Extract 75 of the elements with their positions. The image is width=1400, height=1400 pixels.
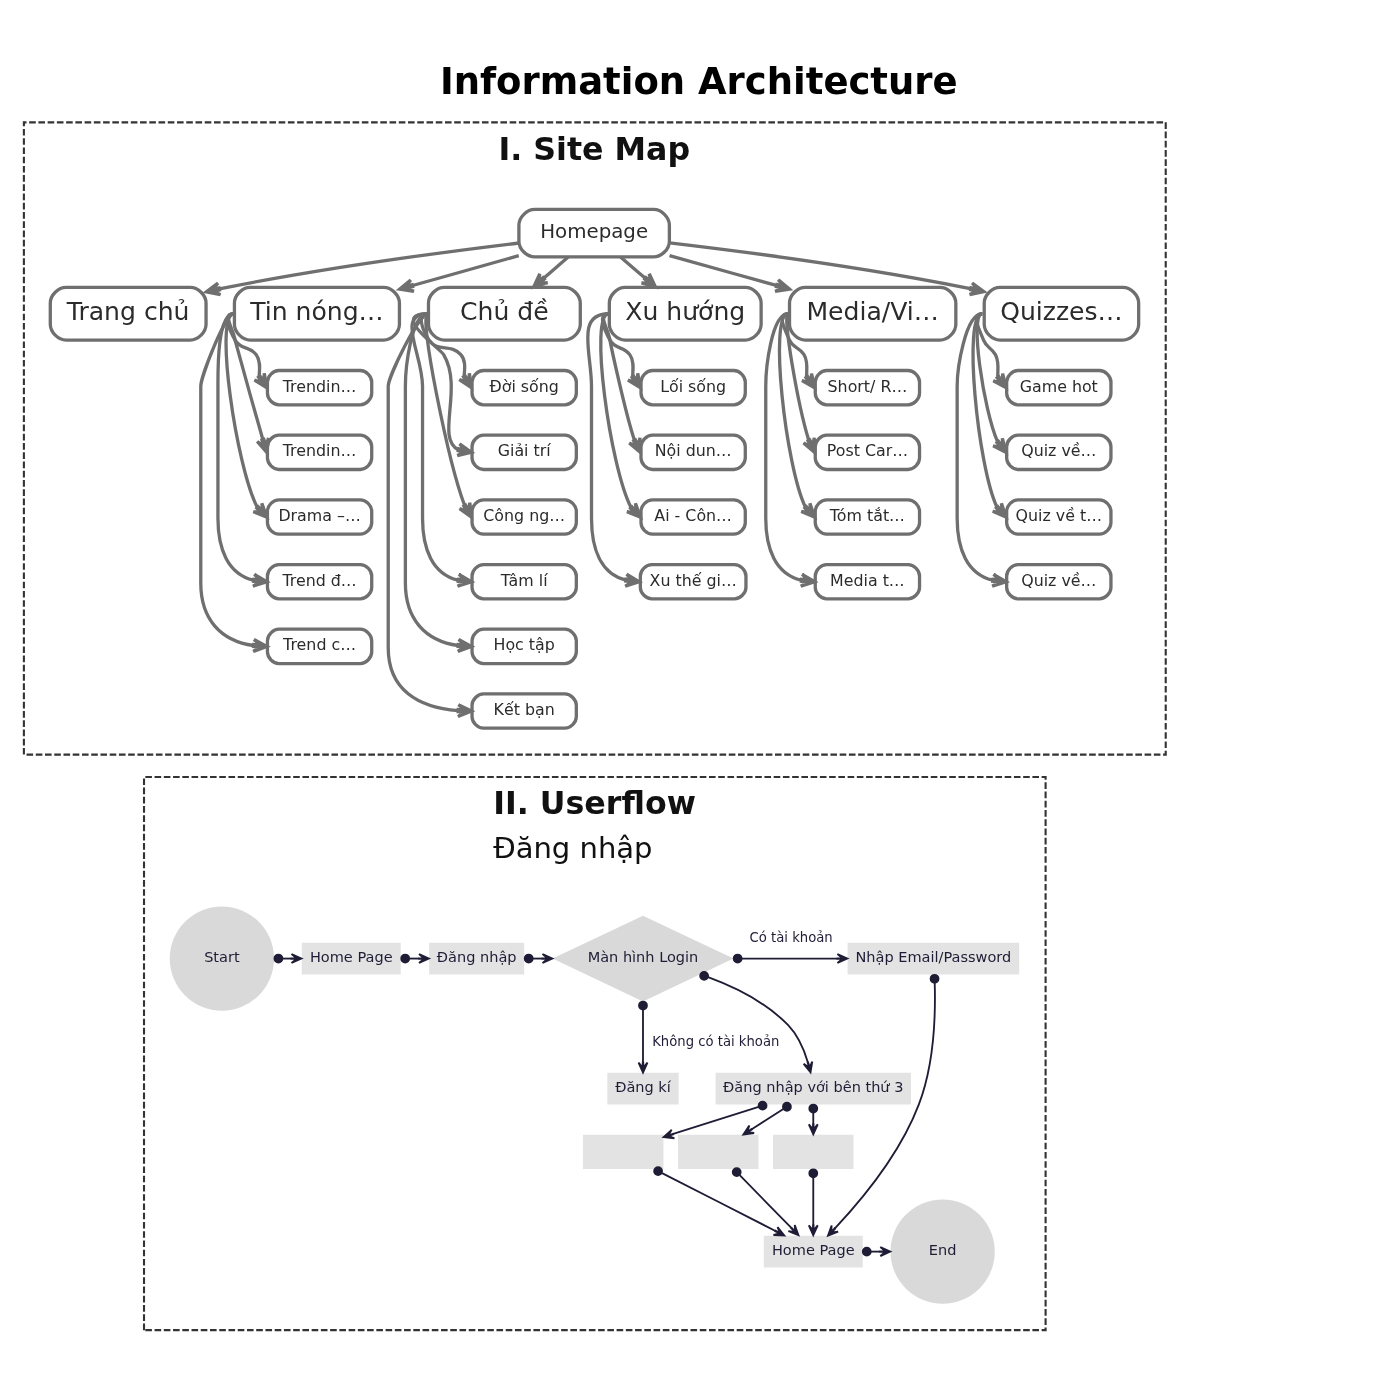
node-box — [773, 1134, 854, 1169]
node-box: Home Page — [301, 942, 401, 974]
arrow — [699, 970, 814, 1073]
node-box: Đời sống — [470, 368, 578, 406]
node-box: Trend c… — [265, 627, 374, 665]
diagram-title: Information Architecture — [439, 59, 958, 103]
node-box: Trendin… — [265, 433, 374, 471]
arrow — [400, 952, 430, 964]
node-box: Media t… — [813, 562, 922, 600]
arrow — [397, 253, 520, 293]
arrow — [807, 1103, 819, 1135]
node-box: Kết bạn — [470, 691, 578, 730]
node-box: Đăng kí — [607, 1072, 679, 1104]
arrow — [861, 1245, 892, 1257]
node-box: Ai - Côn… — [639, 497, 747, 536]
node-box: Đăng nhập với bên thứ 3 — [715, 1072, 911, 1104]
node-box: Quizzes… — [982, 285, 1141, 342]
node-box: Quiz về… — [1005, 433, 1113, 471]
node-box: Home Page — [763, 1235, 863, 1267]
node-box: Học tập — [470, 627, 578, 665]
edge-label: Có tài khoản — [749, 929, 833, 945]
arrow — [386, 311, 474, 718]
node-box: Post Car… — [813, 433, 922, 471]
node-box: Công ng… — [470, 497, 578, 536]
arrow — [807, 1167, 819, 1236]
node-box: Homepage — [517, 207, 672, 259]
node-box: Lối sống — [639, 368, 747, 406]
node-box: Tóm tắt… — [813, 497, 922, 536]
arrow — [619, 255, 658, 289]
node-box: Game hot — [1005, 368, 1113, 406]
node-circle: End — [890, 1199, 995, 1304]
node-box: Trendin… — [265, 368, 374, 406]
arrow — [955, 311, 1008, 588]
arrow — [669, 240, 986, 296]
node-box: Tin nóng… — [232, 285, 402, 342]
node-box: Nội dun… — [639, 433, 747, 471]
arrow — [637, 1000, 649, 1073]
node-circle: Start — [169, 905, 275, 1011]
node-box: Short/ R… — [813, 368, 922, 406]
node-box: Xu thế gi… — [638, 562, 748, 600]
arrow — [662, 1100, 768, 1139]
node-box: Chủ đề — [426, 285, 582, 342]
node-box: Quiz về… — [1005, 562, 1113, 600]
node-box: Nhập Email/Password — [847, 942, 1020, 974]
node-box: Drama –… — [265, 497, 374, 536]
arrow — [532, 255, 570, 289]
node-box: Đăng nhập — [429, 942, 525, 974]
arrow — [764, 311, 817, 588]
arrow — [732, 952, 849, 964]
arrow — [412, 311, 474, 457]
arrow — [785, 312, 817, 454]
arrow — [410, 311, 474, 588]
node-box: Media/Vi… — [787, 285, 958, 342]
node-box — [677, 1134, 759, 1169]
arrow — [523, 952, 554, 964]
node-box: Giải trí — [470, 433, 578, 471]
node-box: Trend đ… — [265, 562, 374, 600]
node-box: Xu hướng — [607, 285, 763, 342]
node-diamond: Màn hình Login — [552, 915, 734, 1001]
node-box — [582, 1134, 664, 1169]
node-box: Trang chủ — [48, 285, 208, 342]
arrow — [403, 311, 474, 653]
arrow — [742, 1101, 792, 1135]
arrow — [827, 973, 940, 1237]
arrow — [204, 240, 520, 296]
edge-label: Không có tài khoản — [652, 1033, 780, 1049]
arrow — [273, 952, 303, 964]
arrow — [199, 311, 269, 653]
node-box: Quiz về t… — [1005, 497, 1113, 536]
arrow — [586, 311, 641, 588]
arrow — [216, 311, 269, 588]
arrow — [731, 1166, 800, 1236]
arrow — [653, 1165, 786, 1236]
arrow — [669, 253, 792, 293]
node-box: Tâm lí — [470, 562, 578, 600]
